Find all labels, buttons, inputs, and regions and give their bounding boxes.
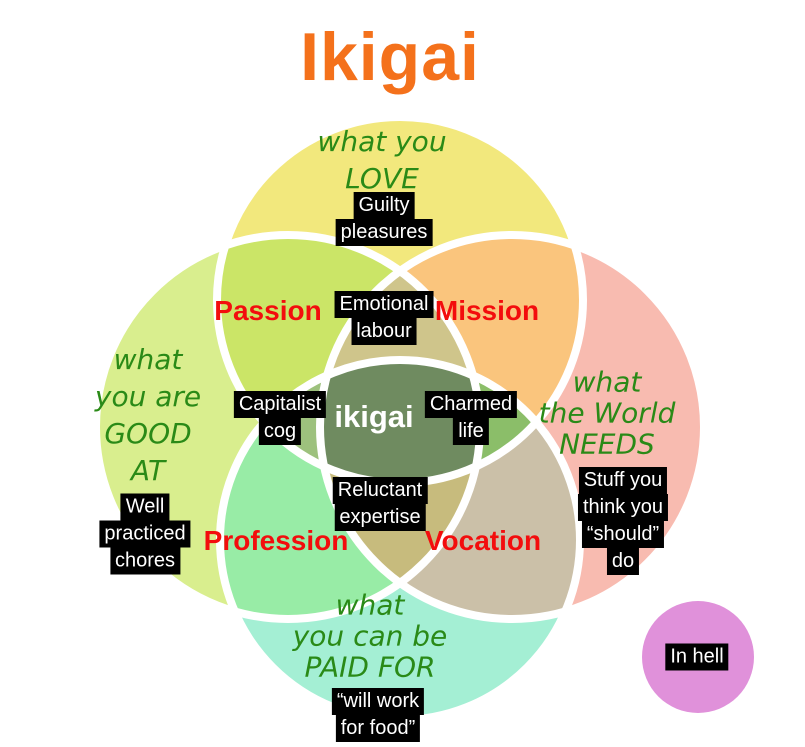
- region-right-wedge: [320, 360, 580, 483]
- label-what-you-love: what you LOVE: [317, 123, 446, 197]
- annotation-line: Stuff you: [578, 467, 668, 494]
- annotation-line: pleasures: [335, 219, 433, 246]
- label-line: what you: [317, 125, 447, 158]
- annotation-line: In hell: [665, 643, 729, 671]
- wedge-right-outer: [320, 360, 580, 483]
- annotation-line: do: [606, 548, 640, 575]
- label-line: you are: [94, 380, 202, 413]
- annotation-line: for food”: [335, 715, 421, 742]
- label-passion: Passion: [214, 295, 322, 326]
- annotation-guilty-pleasures: Guilty pleasures: [335, 192, 433, 246]
- annotation-line: cog: [258, 418, 302, 445]
- label-what-you-are-good-at: what you are GOOD AT: [95, 341, 201, 489]
- annotation-line: expertise: [334, 504, 426, 531]
- wedge-right-inner: [320, 360, 580, 483]
- label-line: GOOD: [104, 417, 192, 450]
- annotation-line: life: [453, 418, 489, 445]
- annotation-line: chores: [109, 547, 181, 575]
- annotation-well-practiced-chores: Well practiced chores: [99, 493, 191, 575]
- page-title: Ikigai: [300, 19, 480, 95]
- annotation-line: Charmed: [424, 391, 518, 418]
- annotation-capitalist-cog: Capitalist cog: [233, 391, 327, 445]
- label-ikigai-center: ikigai: [334, 399, 414, 434]
- label-vocation: Vocation: [424, 525, 542, 556]
- label-line: what: [335, 588, 405, 622]
- annotation-line: Reluctant: [332, 477, 428, 504]
- annotation-line: Well: [120, 493, 170, 521]
- label-what-the-world-needs: what the World NEEDS: [539, 367, 676, 460]
- annotation-line: Capitalist: [233, 391, 327, 418]
- annotation-charmed-life: Charmed life: [424, 391, 518, 445]
- annotation-line: “will work: [331, 688, 425, 715]
- label-line: what: [113, 343, 183, 376]
- annotation-emotional-labour: Emotional labour: [334, 291, 434, 345]
- annotation-line: labour: [351, 318, 417, 345]
- label-profession: Profession: [203, 525, 349, 556]
- annotation-reluctant-expertise: Reluctant expertise: [332, 477, 428, 531]
- annotation-line: practiced: [99, 520, 191, 548]
- label-line: PAID FOR: [304, 650, 436, 684]
- label-line: you can be: [292, 619, 448, 653]
- label-line: LOVE: [345, 162, 419, 195]
- annotation-will-work-for-food: “will work for food”: [331, 688, 425, 742]
- label-line: the World: [538, 396, 676, 430]
- annotation-stuff-you-think-you-should-do: Stuff you think you “should” do: [577, 467, 669, 575]
- label-line: what: [572, 365, 642, 399]
- label-what-you-can-be-paid-for: what you can be PAID FOR: [293, 590, 448, 683]
- annotation-line: “should”: [581, 521, 665, 548]
- annotation-line: think you: [577, 494, 669, 521]
- annotation-line: Emotional: [334, 291, 434, 318]
- label-mission: Mission: [434, 295, 540, 326]
- label-line: AT: [130, 454, 166, 487]
- label-line: NEEDS: [559, 427, 655, 461]
- annotation-line: Guilty: [353, 192, 415, 219]
- annotation-in-hell: In hell: [665, 643, 729, 671]
